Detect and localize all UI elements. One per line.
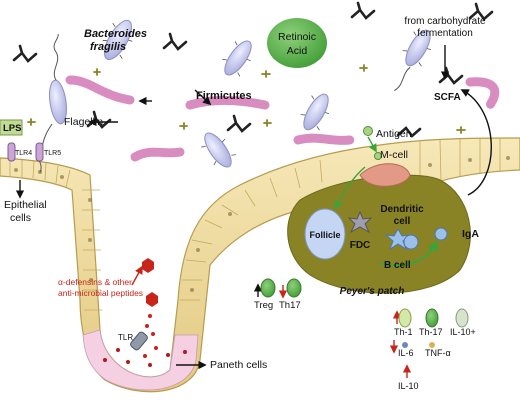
dendritic-label-1: Dendritic bbox=[380, 204, 424, 215]
antimicrobial-peptides bbox=[142, 258, 158, 358]
carb-label-2: fermentation bbox=[417, 28, 473, 39]
dendritic-label-2: cell bbox=[394, 216, 411, 227]
crypt-tlr bbox=[130, 331, 148, 351]
il6-label: IL-6 bbox=[398, 348, 414, 358]
t-cells-left bbox=[260, 278, 302, 298]
antigen-dot bbox=[363, 126, 373, 136]
defensins-label-2: anti-microbial peptides bbox=[58, 288, 143, 298]
follicle-label: Follicle bbox=[309, 230, 340, 240]
peyers-patch bbox=[287, 163, 471, 294]
iga-label: IgA bbox=[462, 228, 479, 240]
retinoic-label-1: Retinoic bbox=[278, 31, 316, 43]
il10-label: IL-10 bbox=[398, 381, 419, 391]
epithelial-label-1: Epithelial bbox=[4, 199, 47, 211]
mcell-label: M-cell bbox=[380, 149, 408, 161]
tlr4-label: TLR4 bbox=[15, 150, 32, 157]
tlr-crypt-label: TLR bbox=[118, 333, 133, 342]
bcell-label: B cell bbox=[384, 260, 411, 271]
defensins-label-1: α-defensins & other bbox=[58, 277, 132, 287]
retinoic-label-2: Acid bbox=[287, 45, 308, 57]
carb-label-1: from carbohydrate bbox=[404, 16, 486, 27]
tlr5-label: TLR5 bbox=[44, 150, 61, 157]
epithelium bbox=[0, 137, 520, 393]
tlr-receptors bbox=[7, 142, 44, 162]
il10plus-label: IL-10+ bbox=[450, 327, 476, 337]
retinoic-acid-blob bbox=[267, 18, 327, 68]
th17-label: Th-17 bbox=[419, 327, 443, 337]
antigen-label: Antigen bbox=[376, 128, 412, 140]
th1-label: Th-1 bbox=[394, 327, 413, 337]
th17-left-label: Th17 bbox=[279, 300, 301, 311]
peyers-label: Peyer's patch bbox=[340, 286, 405, 297]
epithelial-label-2: cells bbox=[10, 212, 31, 224]
t-cells-right bbox=[398, 308, 469, 348]
labels: Bacteroides fragilis Retinoic Acid from … bbox=[3, 16, 486, 391]
lps-label: LPS bbox=[3, 123, 21, 134]
paneth-label: Paneth cells bbox=[210, 359, 267, 371]
bacteroides-bacteria bbox=[38, 19, 432, 173]
fdc-cell bbox=[347, 210, 373, 234]
flagellin-label: Flagellin bbox=[64, 116, 103, 128]
bacteroides-label-2: fragilis bbox=[90, 41, 126, 53]
firmicutes-label: Firmicutes bbox=[196, 90, 252, 102]
firmicutes-bacteria bbox=[65, 75, 500, 162]
m-cell-shape bbox=[359, 163, 411, 187]
b-cell-shape bbox=[403, 234, 419, 250]
lps-box bbox=[0, 119, 23, 136]
scfa-label: SCFA bbox=[434, 92, 461, 103]
arrows bbox=[15, 45, 492, 378]
fdc-label: FDC bbox=[350, 240, 371, 251]
treg-label: Treg bbox=[254, 300, 273, 311]
tnfa-label: TNF-α bbox=[425, 348, 451, 358]
bacteroides-label-1: Bacteroides bbox=[84, 28, 147, 40]
follicle-shape bbox=[304, 208, 346, 260]
plasma-cell bbox=[434, 227, 448, 241]
